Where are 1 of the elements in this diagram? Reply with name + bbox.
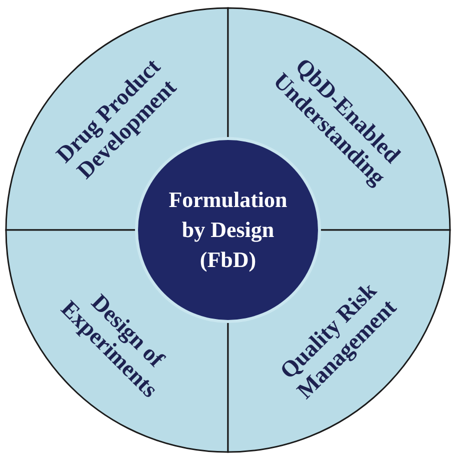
center-label: Formulation by Design (FbD): [168, 187, 288, 274]
